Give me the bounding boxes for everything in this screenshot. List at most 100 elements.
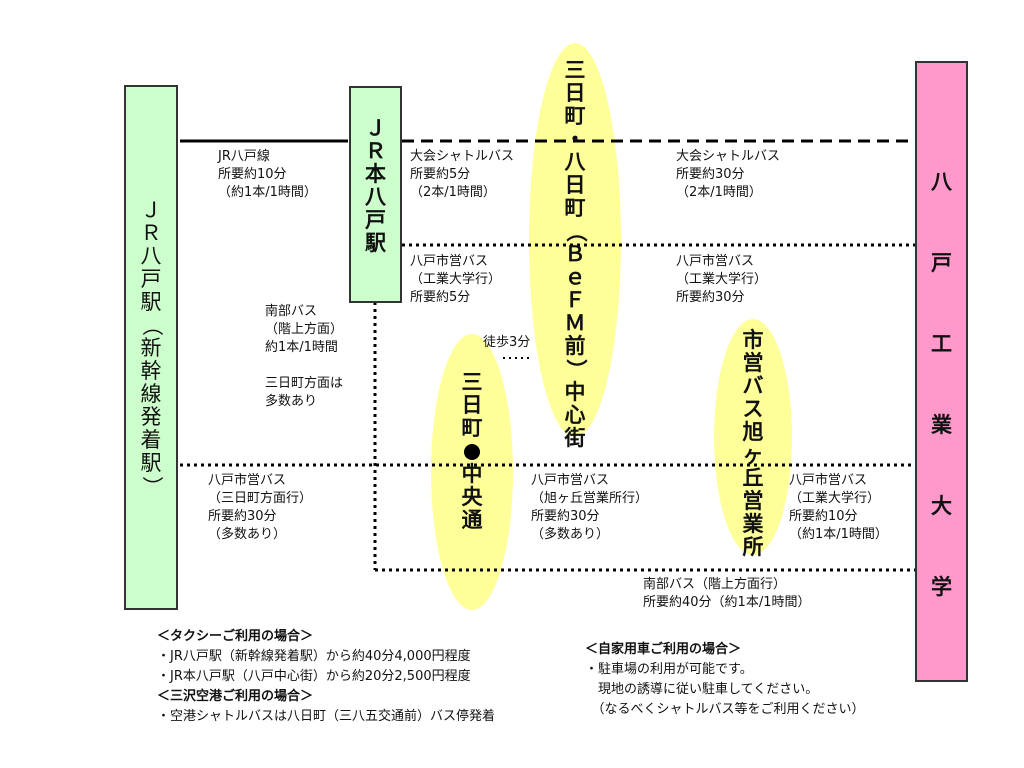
vertical-char: ・: [564, 127, 586, 151]
vertical-char: 日: [461, 393, 483, 417]
label-line: 八戸市営バス: [410, 254, 489, 269]
city-bus-label-5: 八戸市営バス（工業大学行）所要約10分（約1本/1時間）: [789, 472, 888, 544]
label-line: 所要約40分（約1本/1時間）: [643, 595, 811, 610]
walk-label: 徒歩3分: [483, 335, 531, 350]
label-line: ・JR本八戸駅（八戸中心街）から約20分2,500円程度: [157, 669, 471, 684]
vertical-char: 大: [931, 494, 952, 518]
vertical-char: 中: [461, 462, 483, 486]
vertical-char: ）: [563, 359, 588, 380]
label-line: [265, 357, 343, 375]
vertical-char: ｅ: [564, 265, 586, 289]
label-line: （なるべくシャトルバス等をご利用ください）: [585, 702, 865, 717]
vertical-char: Ｂ: [564, 242, 586, 266]
vertical-char: 駅: [140, 290, 162, 314]
vertical-char: ヶ: [742, 443, 764, 467]
label-line: 大会シャトルバス: [410, 149, 515, 164]
label-line: （工業大学行）: [410, 272, 502, 287]
vertical-char: 営: [742, 489, 764, 513]
label-line: ・JR八戸駅（新幹線発着駅）から約40分4,000円程度: [157, 649, 471, 664]
city-bus-label-4: 八戸市営バス（旭ヶ丘営業所行）所要約30分（多数あり）: [531, 472, 648, 544]
vertical-char: 央: [461, 485, 483, 509]
mikkamachi-chuodori-label: 三日町中央通: [442, 372, 502, 533]
vertical-char: 本: [365, 162, 386, 186]
vertical-char: 所: [742, 535, 764, 559]
vertical-char: 街: [564, 426, 586, 450]
label-line: （三日町方面行）: [208, 491, 313, 506]
vertical-char: Ｍ: [564, 311, 586, 335]
vertical-char: 前: [564, 334, 586, 358]
vertical-char: 戸: [140, 267, 162, 291]
shiei-bus-office-ellipse: [714, 319, 792, 555]
vertical-char: Ｆ: [564, 288, 586, 312]
label-line: 所要約30分: [676, 290, 745, 305]
vertical-char: 心: [564, 403, 586, 427]
jr-line-label: JR八戸線所要約10分（約1本/1時間）: [218, 148, 317, 202]
vertical-char: 八: [140, 244, 162, 268]
vertical-char: 戸: [365, 208, 386, 232]
vertical-char: 工: [931, 332, 952, 356]
notes-right: ＜自家用車ご利用の場合＞ ・駐車場の利用が可能です。 現地の誘導に従い駐車してくだ…: [585, 640, 865, 720]
label-line: 約1本/1時間: [265, 340, 338, 355]
station-dot-icon: [464, 443, 480, 460]
label-line: （約1本/1時間）: [789, 527, 888, 542]
hachinohe-it-label: 八戸工業大学: [915, 172, 968, 658]
label-line: 南部バス: [265, 304, 318, 319]
label-line: 現地の誘導に従い駐車してください。: [585, 682, 819, 697]
label-line: 多数あり: [265, 394, 318, 409]
label-line: ・駐車場の利用が可能です。: [585, 662, 753, 677]
vertical-char: 市: [742, 328, 764, 352]
vertical-char: （: [139, 315, 164, 336]
label-line: （工業大学行）: [789, 491, 881, 506]
vertical-char: 着: [140, 428, 162, 452]
vertical-char: 日: [564, 81, 586, 105]
vertical-char: 丘: [742, 466, 764, 490]
label-line: 所要約30分: [531, 509, 600, 524]
vertical-char: 業: [931, 413, 952, 437]
vertical-char: 業: [742, 512, 764, 536]
vertical-char: 通: [461, 508, 483, 532]
vertical-char: 駅: [365, 231, 386, 255]
vertical-char: 町: [564, 104, 586, 128]
label-line: （2本/1時間）: [676, 185, 762, 200]
vertical-char: 八: [564, 150, 586, 174]
vertical-char: 学: [931, 575, 952, 599]
vertical-char: ）: [139, 476, 164, 497]
label-line: 所要約30分: [676, 167, 745, 182]
notes-left: ＜タクシーご利用の場合＞ ・JR八戸駅（新幹線発着駅）から約40分4,000円程度…: [157, 627, 495, 727]
nanbu-bus-label: 南部バス（階上方面）約1本/1時間三日町方面は多数あり: [265, 303, 343, 411]
vertical-char: 八: [365, 185, 386, 209]
label-line: ＜タクシーご利用の場合＞: [157, 629, 314, 644]
shuttle-bus-label-1: 大会シャトルバス所要約5分 （2本/1時間）: [410, 148, 514, 202]
label-line: （旭ヶ丘営業所行）: [531, 491, 649, 506]
label-line: 所要約5分: [410, 167, 471, 182]
shiei-bus-office-label: 市営バス旭ヶ丘営業所: [723, 330, 783, 560]
vertical-char: 幹: [140, 359, 162, 383]
jr-hachinohe-station-box: [124, 85, 178, 610]
vertical-char: 三: [461, 370, 483, 394]
vertical-char: 発: [140, 405, 162, 429]
label-line: 所要約30分: [208, 509, 277, 524]
vertical-char: （: [563, 221, 588, 242]
hachinohe-it-box: [915, 61, 968, 682]
vertical-char: [464, 441, 480, 462]
label-line: 南部バス（階上方面行）: [643, 577, 787, 592]
label-line: 大会シャトルバス: [676, 149, 781, 164]
vertical-char: 駅: [140, 451, 162, 475]
label-line: 所要約10分: [789, 509, 858, 524]
vertical-char: 町: [564, 196, 586, 220]
label-line: （約1本/1時間）: [218, 185, 317, 200]
label-line: （2本/1時間）: [410, 185, 496, 200]
city-bus-label-3: 八戸市営バス（三日町方面行）所要約30分（多数あり）: [208, 472, 312, 544]
vertical-char: 中: [564, 380, 586, 404]
label-line: ＜自家用車ご利用の場合＞: [585, 642, 742, 657]
vertical-char: Ｊ: [365, 116, 386, 140]
label-line: 所要約10分: [218, 167, 287, 182]
city-bus-label-2: 八戸市営バス（工業大学行）所要約30分: [676, 253, 767, 307]
label-line: （多数あり）: [208, 527, 287, 542]
label-line: （多数あり）: [531, 527, 610, 542]
label-line: ・空港シャトルバスは八日町（三八五交通前）バス停発着: [157, 709, 496, 724]
